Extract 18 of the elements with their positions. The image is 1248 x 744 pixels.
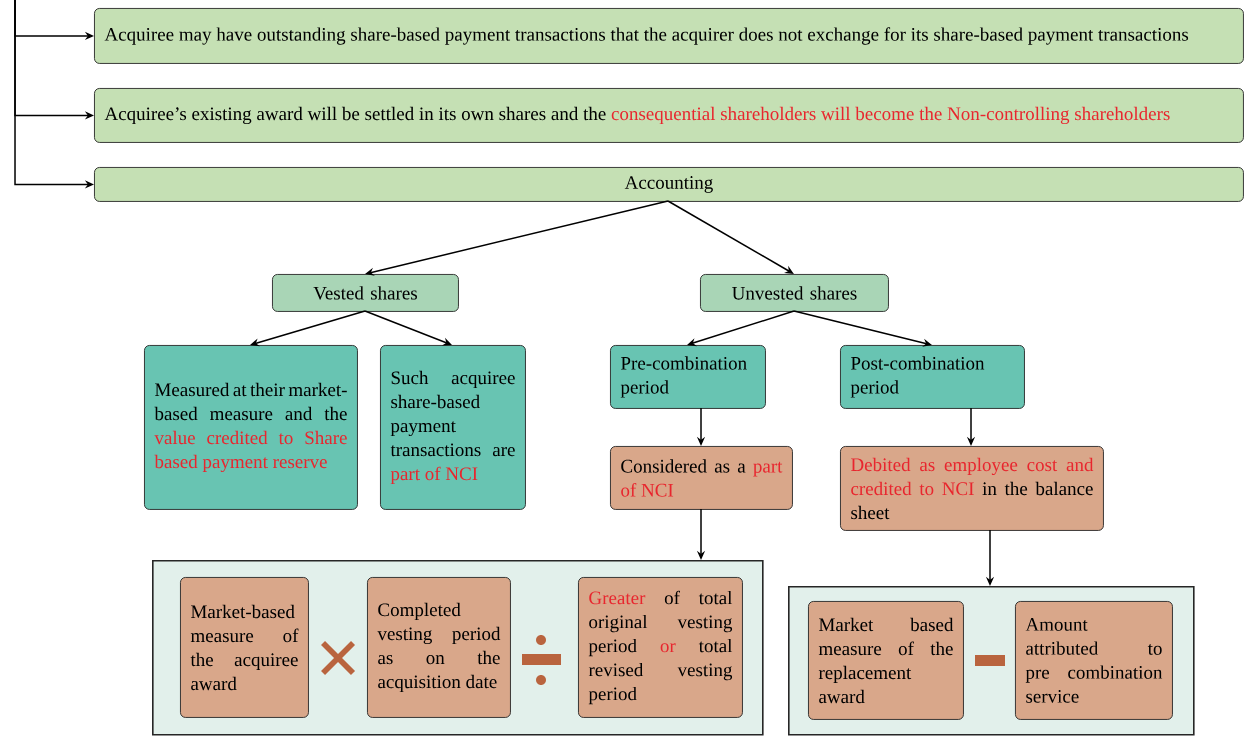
process-box: Such acquiree share-based payment transactions are part of NCI [380,345,526,510]
process-box: Measured at their market-based measure and the value credited to Share based payment reserve [144,345,358,510]
text-box: Accounting [94,167,1244,202]
result-box: Greater of total original vesting period or total revised vesting period [578,577,743,718]
arrow [667,200,794,274]
text-box: Acquiree may have outstanding share-based payment transactions that the acquirer does not exchange for its share-based payment transactions [94,8,1244,64]
category-box: Unvested shares [700,274,889,312]
result-box: Completed vesting period as on the acquisition date [367,577,511,718]
result-box: Amount attributed to pre combination service [1015,601,1173,720]
category-box: Vested shares [272,274,459,312]
result-box: Market based measure of the replacement award [808,601,964,720]
process-box: Pre-combination period [610,345,766,409]
result-box: Market-based measure of the acquiree award [180,577,309,718]
arrow [364,310,452,346]
result-box: Debited as employee cost and credited to NCI in the balance sheet [840,446,1104,531]
text-box: Acquiree’s existing award will be settled in its own shares and the consequential shareholders will become the Non-controlling shareholders [94,88,1244,143]
result-box: Considered as a part of NCI [610,446,793,510]
process-box: Post-combination period [840,345,1025,409]
